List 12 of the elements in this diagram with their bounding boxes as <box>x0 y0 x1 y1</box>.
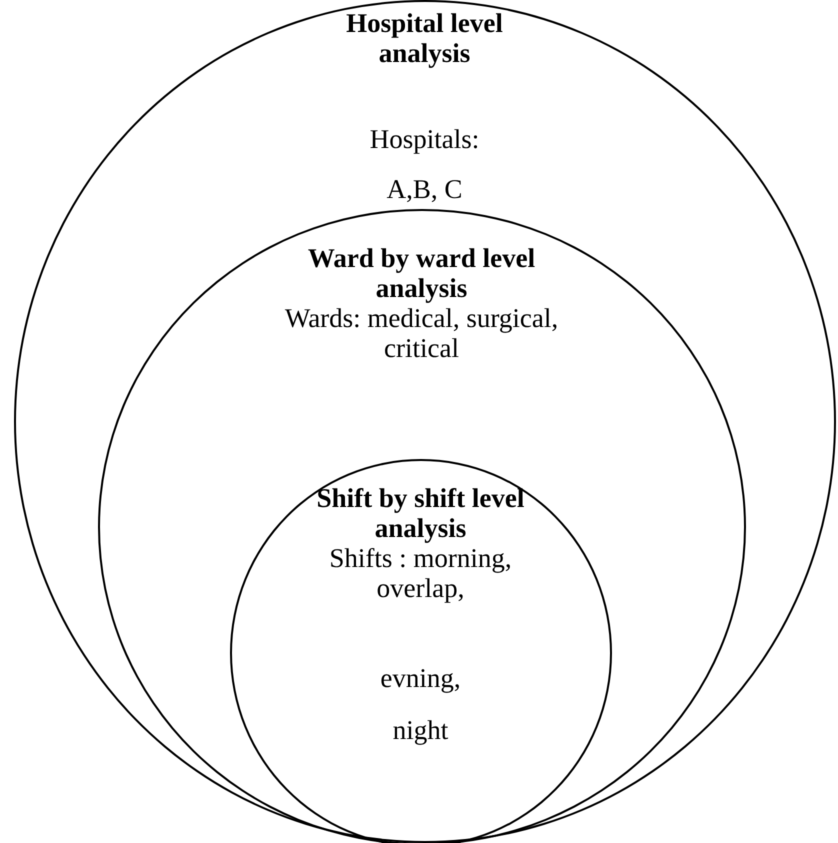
heading-text: Shift by shift level analysis <box>316 483 526 543</box>
level-ellipse <box>98 209 746 843</box>
body-text: Wards: medical, surgical, critical <box>284 303 560 363</box>
body-text: night <box>392 715 450 745</box>
level-ellipse <box>14 0 836 843</box>
body-text: Hospitals: <box>368 124 480 154</box>
body-text: Shifts : morning, overlap, <box>328 543 513 603</box>
heading-text: Hospital level analysis <box>345 8 504 68</box>
heading-text: Ward by ward level analysis <box>306 243 536 303</box>
body-text: evning, <box>379 663 462 693</box>
level-ellipse <box>230 459 612 843</box>
body-text: A,B, C <box>386 174 464 204</box>
